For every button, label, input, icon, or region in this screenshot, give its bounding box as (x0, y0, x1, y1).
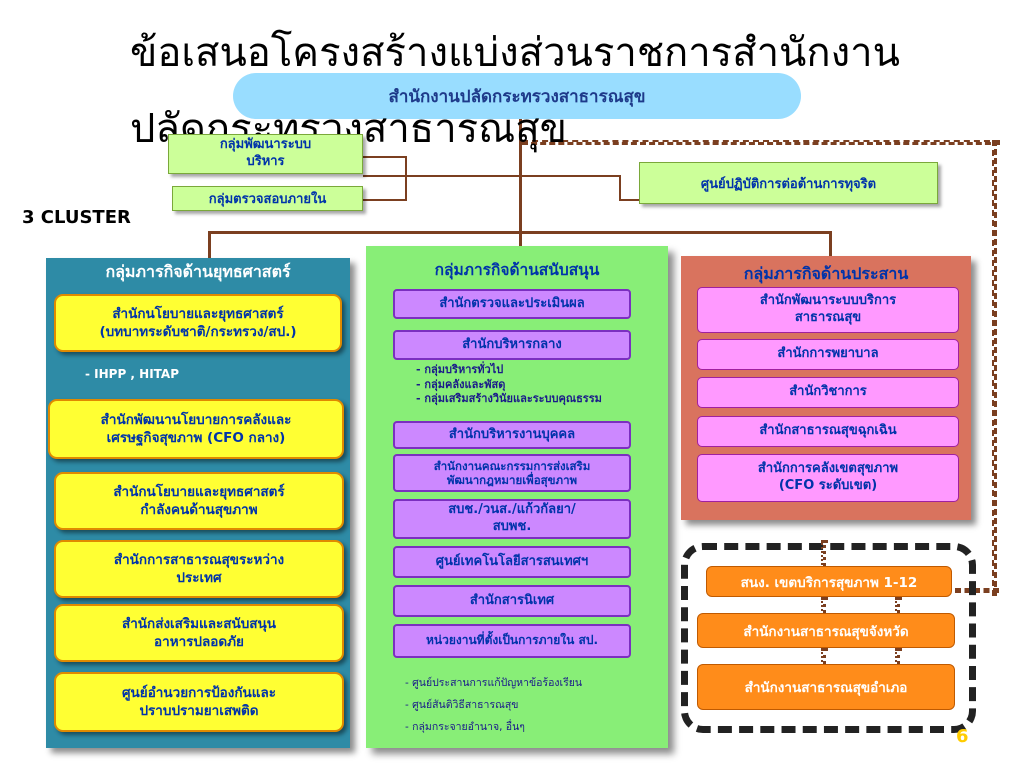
strategy-unit-fiscal-policy: สำนักพัฒนานโยบายการคลังและ เศรษฐกิจสุขภา… (48, 399, 344, 459)
strategy-cluster-title: กลุ่มภารกิจด้านยุทธศาสตร์ (105, 261, 291, 281)
central-admin-subgroups: - กลุ่มบริหารทั่วไป - กลุ่มคลังและพัสดุ … (416, 363, 666, 407)
connector-dashed-bottom (955, 588, 999, 593)
coordination-unit-academic: สำนักวิชาการ (697, 377, 959, 408)
regional-unit-health-zones: สนง. เขตบริการสุขภาพ 1-12 (706, 566, 952, 597)
strategy-unit-food-safety: สำนักส่งเสริมและสนับสนุน อาหารปลอดภัย (54, 604, 344, 662)
connector-staff-left-bracket (405, 156, 407, 201)
staff-unit-admin-development: กลุ่มพัฒนาระบบ บริหาร (168, 134, 363, 174)
staff-unit-internal-audit: กลุ่มตรวจสอบภายใน (172, 186, 363, 211)
connector-staff-right (520, 175, 620, 177)
coordination-unit-emergency: สำนักสาธารณสุขฉุกเฉิน (697, 416, 959, 447)
coordination-unit-regional-cfo: สำนักการคลังเขตสุขภาพ (CFO ระดับเขต) (697, 454, 959, 502)
connector-staff-left-spine (363, 175, 520, 177)
coordination-cluster-title: กลุ่มภารกิจด้านประสาน (743, 263, 909, 283)
staff-unit-anti-corruption: ศูนย์ปฏิบัติการต่อต้านการทุจริต (639, 162, 938, 204)
subgroup-general-admin: - กลุ่มบริหารทั่วไป (416, 363, 504, 376)
page-number: 6 (956, 726, 969, 747)
subgroup-finance-supplies: - กลุ่มคลังและพัสดุ (416, 377, 506, 391)
internal-unit-decentralization: - กลุ่มกระจายอำนาจ, อื่นๆ (405, 721, 525, 733)
connector-dashed-right (992, 140, 997, 596)
strategy-unit-international-health: สำนักการสาธารณสุขระหว่าง ประเทศ (54, 540, 344, 598)
internal-unit-peace: - ศูนย์สันติวิธีสาธารณสุข (405, 699, 519, 711)
support-unit-ict-center: ศูนย์เทคโนโลยีสารสนเทศฯ (393, 546, 631, 578)
connector-drop-right (829, 231, 832, 257)
strategy-unit-narcotics: ศูนย์อำนวยการป้องกันและ ปราบปรามยาเสพติด (54, 672, 344, 732)
strategy-note-ihpp: - IHPP , HITAP (85, 367, 180, 381)
support-unit-internal-units: หน่วยงานที่ตั้งเป็นการภายใน สป. (393, 624, 631, 658)
support-unit-inspection: สำนักตรวจและประเมินผล (393, 289, 631, 319)
support-unit-colleges: สบช./วนส./แก้วกัลยา/ สบพช. (393, 499, 631, 539)
top-unit-box: สำนักงานปลัดกระทรวงสาธารณสุข (233, 73, 801, 119)
strategy-unit-policy-strategy: สำนักนโยบายและยุทธศาสตร์ (บทบาทระดับชาติ… (54, 294, 342, 352)
connector-staff-left-bottom (363, 199, 406, 201)
connector-staff-right-h (619, 199, 639, 201)
coordination-unit-service-system: สำนักพัฒนาระบบบริการ สาธารณสุข (697, 287, 959, 333)
coordination-unit-nursing: สำนักการพยาบาล (697, 339, 959, 370)
support-cluster-panel (366, 246, 668, 748)
internal-unit-complaints: - ศูนย์ประสานการแก้ปัญหาข้อร้องเรียน (405, 677, 583, 689)
regional-unit-provincial-office: สำนักงานสาธารณสุขจังหวัด (697, 613, 955, 648)
support-unit-central-admin: สำนักบริหารกลาง (393, 330, 631, 360)
connector-dashed-top (522, 140, 1000, 145)
support-cluster-title: กลุ่มภารกิจด้านสนับสนุน (434, 260, 600, 279)
subgroup-discipline: - กลุ่มเสริมสร้างวินัยและระบบคุณธรรม (416, 392, 602, 405)
strategy-unit-health-workforce: สำนักนโยบายและยุทธศาสตร์ กำลังคนด้านสุขภ… (54, 472, 344, 530)
regional-units-frame (681, 543, 976, 733)
regional-unit-district-office: สำนักงานสาธารณสุขอำเภอ (697, 664, 955, 710)
support-unit-public-relations: สำนักสารนิเทศ (393, 585, 631, 617)
support-unit-personnel: สำนักบริหารงานบุคคล (393, 421, 631, 449)
support-unit-health-law: สำนักงานคณะกรรมการส่งเสริม พัฒนากฎหมายเพ… (393, 454, 631, 492)
connector-staff-left-top (363, 156, 406, 158)
cluster-label: 3 CLUSTER (22, 207, 131, 228)
internal-units-list: - ศูนย์ประสานการแก้ปัญหาข้อร้องเรียน - ศ… (405, 672, 665, 738)
page-title-line-1: ข้อเสนอโครงสร้างแบ่งส่วนราชการสำนักงาน (130, 30, 900, 76)
connector-drop-left (208, 231, 211, 259)
connector-drop-middle (519, 231, 522, 247)
connector-staff-right-drop (619, 175, 621, 201)
